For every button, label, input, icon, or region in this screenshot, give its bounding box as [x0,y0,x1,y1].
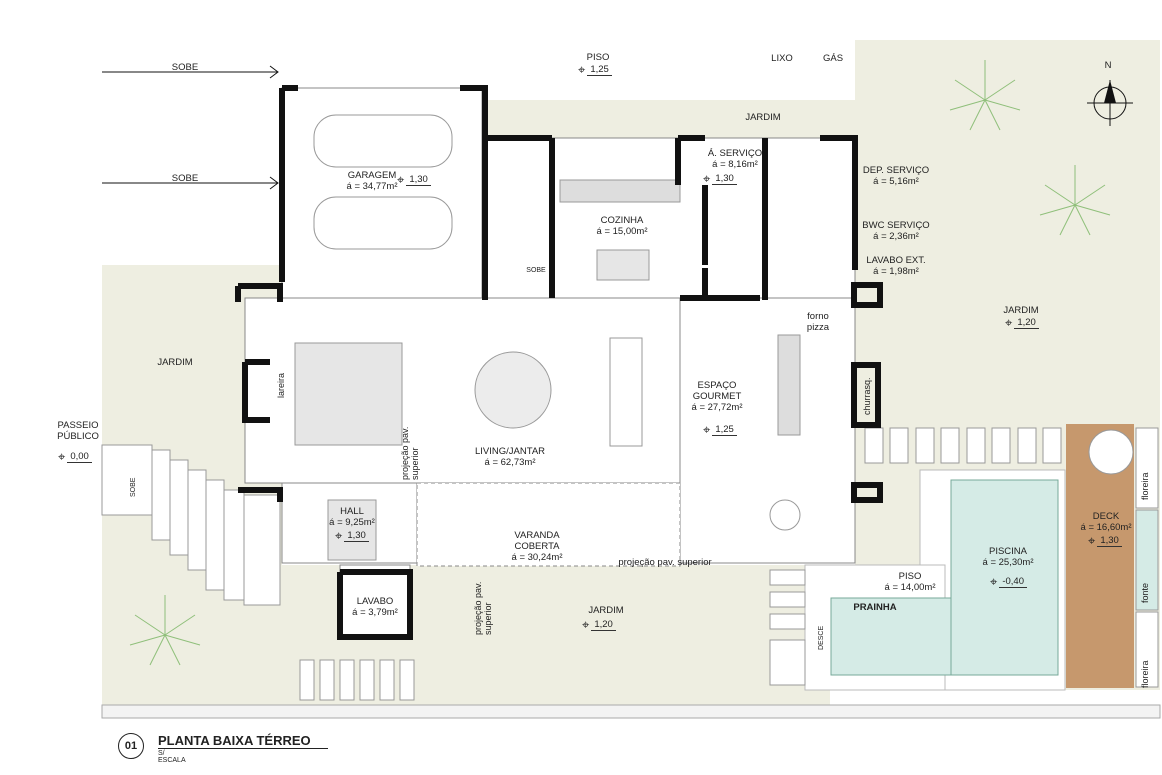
label-floreira-2: floreira [1140,660,1150,688]
label-jardim-bottom: JARDIM [588,605,624,616]
cobblestone-strip [101,704,1161,719]
level-hall: 1,30 [335,528,369,544]
label-sobe-1: SOBE [171,62,199,73]
label-jardim-top: JARDIM [745,112,781,123]
walls [235,85,883,640]
drawing-name: PLANTA BAIXA TÉRREO [158,733,328,749]
label-lixo: LIXO [771,53,793,64]
kitchen-island [596,249,650,281]
stepping-stones [299,427,1062,701]
prainha [830,597,952,676]
access-arrows [102,65,279,190]
dining-table [609,337,643,447]
label-lareira: lareira [276,372,286,398]
level-piscina: -0,40 [990,574,1027,590]
level-passeio: 0,00 [58,449,92,465]
label-sobe-stair: SOBE [526,267,546,274]
label-projecao-2: projeção pav. superior [618,557,712,568]
north-label: N [1104,60,1112,71]
kitchen-counter [559,179,681,203]
drawing-scale: S/ ESCALA [158,750,186,764]
entry-stairs [101,444,281,606]
level-jardim-bottom: 1,20 [582,617,616,633]
gourmet-counter [777,334,801,436]
room-lavabo-ext: LAVABO EXT.á = 1,98m² [866,255,926,277]
level-deck: 1,30 [1088,533,1122,549]
label-projecao-3: projeção pav. superior [473,581,493,635]
label-projecao-1: projeção pav. superior [400,426,420,480]
label-gas: GÁS [822,53,844,64]
palm-trees [129,60,1111,666]
room-prainha: PRAINHA [853,602,897,613]
north-arrow [1087,80,1133,126]
label-sobe-entry: SOBE [130,477,137,497]
level-servico: 1,30 [703,171,737,187]
label-forno-pizza: forno pizza [806,311,830,333]
level-gourmet: 1,25 [703,422,737,438]
label-churrasqueira: churrasq. [862,377,872,415]
label-piso: PISO [586,52,610,63]
level-piso: 1,25 [578,62,612,78]
label-fonte: fonte [1140,582,1150,603]
label-jardim-left: JARDIM [157,357,193,368]
level-jardim-right: 1,20 [1005,315,1039,331]
pool [950,479,1059,676]
drawing-number: 01 [118,733,144,759]
deck-table [1088,429,1134,475]
label-desce: DESCE [818,625,825,650]
dining-table-round [474,351,552,429]
cars [313,114,453,250]
label-sobe-2: SOBE [171,173,199,184]
label-floreira-1: floreira [1140,472,1150,500]
label-passeio: PASSEIO PÚBLICO [57,420,99,442]
living-rug [294,342,403,446]
level-garagem: 1,30 [397,172,431,188]
label-jardim-right: JARDIM [1003,305,1039,316]
